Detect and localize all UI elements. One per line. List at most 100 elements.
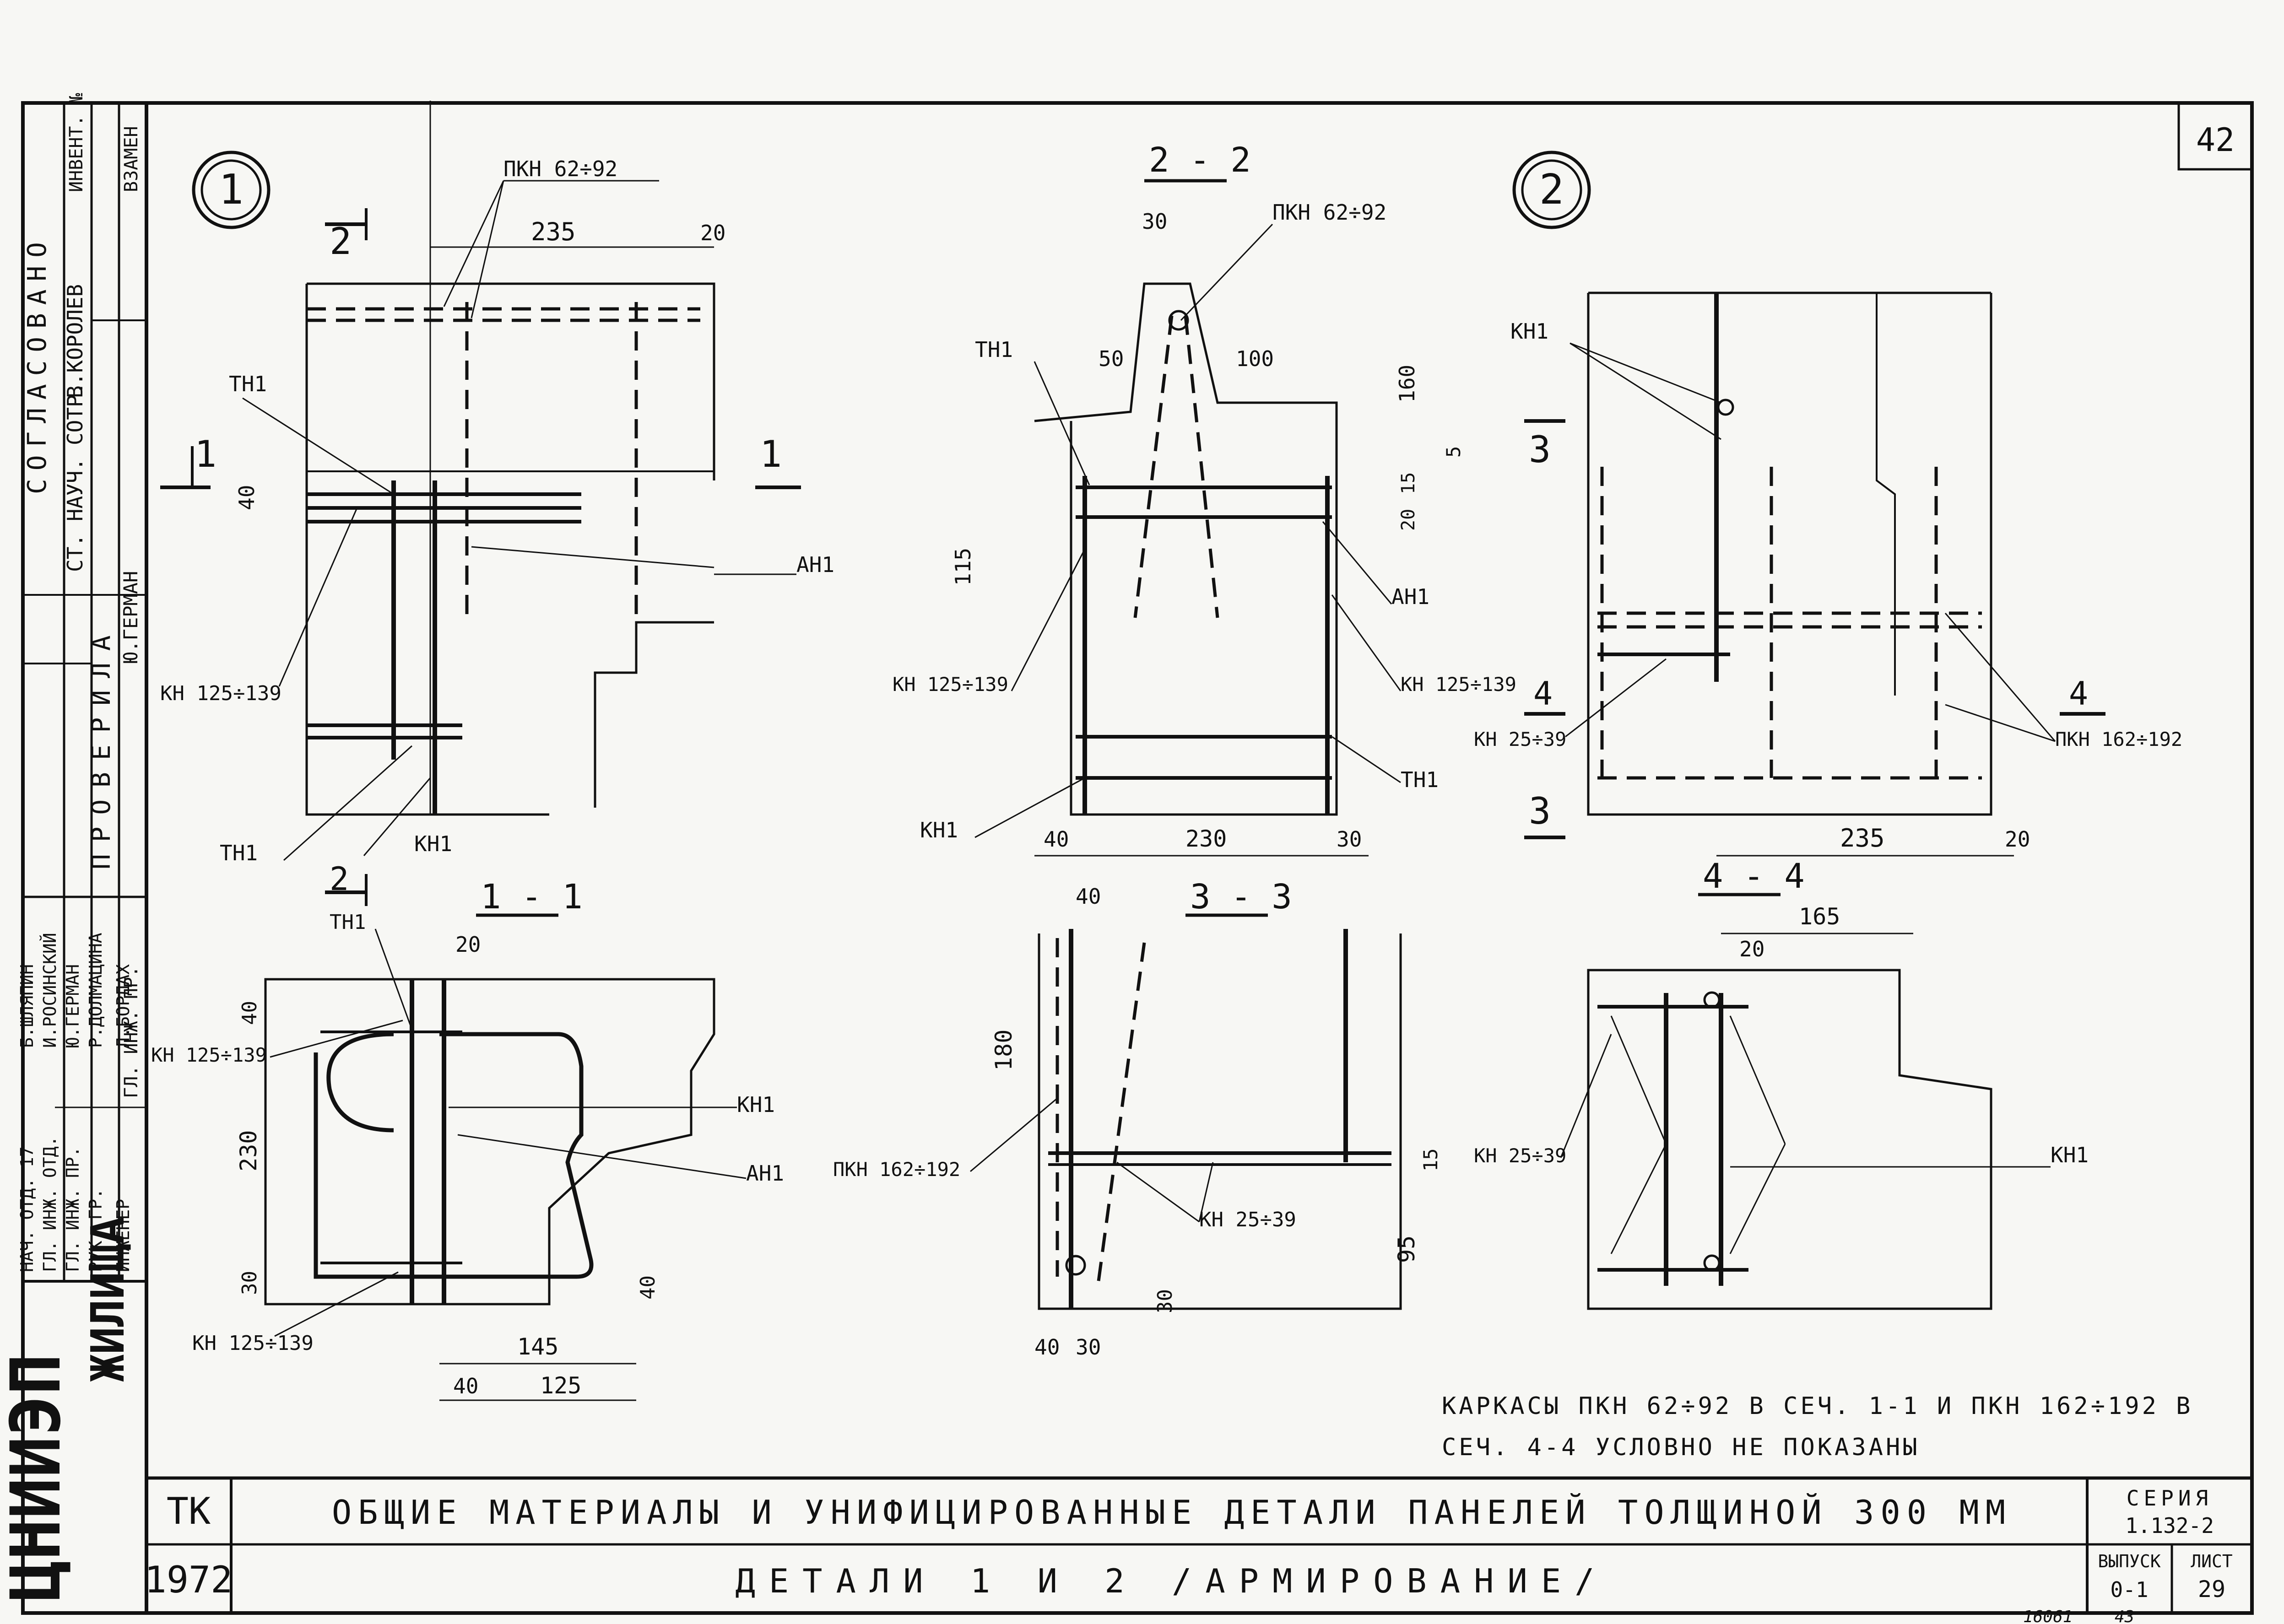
detail-2-marker-inner (1521, 159, 1582, 221)
stamp-role-3: РУК. ГР. (86, 1188, 106, 1272)
detail-2-outline (1587, 291, 1992, 816)
detail-2-dim-20: 20 (2005, 827, 2030, 852)
sheet-number: 42 (2196, 121, 2235, 159)
sec22-label-tn1-right: ТН1 (1401, 767, 1439, 792)
title-sub: ДЕТАЛИ 1 И 2 /АРМИРОВАНИЕ/ (735, 1562, 1608, 1600)
sec22-dim-30b: 30 (1337, 827, 1362, 852)
detail-1-dim-20: 20 (700, 221, 725, 245)
detail-1-label-tn1-bottom: ТН1 (220, 841, 258, 865)
sec11-dim-20: 20 (455, 932, 481, 957)
section-1-1-title: 1 - 1 (481, 877, 583, 917)
sec33-dim-40-top: 40 (1076, 884, 1101, 909)
sec22-label-an1: АН1 (1391, 584, 1429, 609)
detail-2-marker-outer (1512, 151, 1591, 229)
stamp-name-2: Ю.ГЕРМАН (63, 964, 83, 1048)
sec22-label-tn1: ТН1 (975, 337, 1013, 362)
sheet-label: ЛИСТ (2191, 1551, 2233, 1571)
sec33-dim-180: 180 (990, 1030, 1017, 1071)
section-3-3-title: 3 - 3 (1190, 877, 1292, 917)
stamp-name-3: Р.ДОЛМАЦИНА (86, 933, 106, 1048)
detail-2-cut-4-right: 4 (2069, 675, 2088, 712)
title-main: ОБЩИЕ МАТЕРИАЛЫ И УНИФИЦИРОВАННЫЕ ДЕТАЛИ… (332, 1493, 2012, 1532)
detail-2-label-pkn162: ПКН 162÷192 (2055, 728, 2182, 750)
note-line-1: КАРКАСЫ ПКН 62÷92 В СЕЧ. 1-1 И ПКН 162÷1… (1442, 1392, 2193, 1420)
sec44-label-kn1: КН1 (2051, 1143, 2089, 1167)
approval-stamp: СОГЛАСОВАНО СТ. НАУЧ. СОТР. В.КОРОЛЕВ ИН… (0, 93, 146, 1602)
sec11-dim-40-right: 40 (636, 1275, 660, 1300)
section-4-4-outline (1587, 969, 1992, 1310)
detail-1-marker: 1 (219, 166, 244, 214)
replace-label: ВЗАМЕН (121, 126, 142, 193)
detail-1-label-kn125: КН 125÷139 (160, 682, 281, 705)
approval-header: СОГЛАСОВАНО (22, 234, 52, 494)
sec11-label-tn1: ТН1 (330, 911, 366, 934)
sec33-label-pkn162: ПКН 162÷192 (833, 1158, 960, 1181)
detail-1-dim-235: 235 (531, 217, 576, 246)
detail-1-cut-1-left: 1 (195, 433, 216, 475)
stamp-role-4: ИНЖЕНЕР (113, 1199, 133, 1272)
detail-1-marker-outer (192, 151, 271, 229)
footer-mark-right: 43 (2115, 1608, 2134, 1624)
section-4-4-view: 4 - 4 165 20 КН 25÷39 КН1 (1474, 857, 2089, 1310)
issue-value: 0-1 (2110, 1577, 2148, 1602)
section-2-2-view: 2 - 2 30 50 100 160 5 15 20 115 40 230 3… (893, 140, 1516, 857)
sec22-dim-15: 15 (1398, 472, 1419, 494)
check-header: ПРОВЕРИЛА (87, 624, 116, 869)
detail-1-label-an1: АН1 (796, 552, 834, 577)
sec11-dim-230: 230 (235, 1130, 262, 1171)
sec11-label-kn125-bottom: КН 125÷139 (192, 1332, 314, 1355)
detail-1-label-kn1: КН1 (414, 831, 452, 856)
section-3-3-outline (1038, 933, 1402, 1310)
section-2-2-title: 2 - 2 (1149, 140, 1251, 180)
sec33-dim-15: 15 (1419, 1148, 1442, 1171)
title-code: ТК (167, 1490, 211, 1532)
sec44-label-kn25: КН 25÷39 (1474, 1144, 1566, 1167)
sec22-dim-230: 230 (1185, 825, 1227, 852)
detail-1-label-tn1: ТН1 (229, 372, 267, 396)
sec33-label-kn25: КН 25÷39 (1199, 1208, 1296, 1231)
sec22-dim-50: 50 (1099, 346, 1124, 371)
sec11-dim-40-top: 40 (238, 1001, 261, 1025)
sec11-dim-145: 145 (517, 1333, 558, 1360)
chief-engineer-role: ГЛ. ИНЖ. ПР. (121, 966, 142, 1098)
sec22-dim-160: 160 (1395, 365, 1419, 403)
sec22-label-kn125-left: КН 125÷139 (893, 673, 1008, 696)
sec33-dim-30-side: 30 (1153, 1289, 1177, 1313)
sec22-dim-5: 5 (1442, 446, 1465, 458)
detail-2-dim-235: 235 (1840, 824, 1885, 852)
org-name: ЖИЛИЩА (81, 1217, 135, 1382)
stamp-name-1: И.РОСИНСКИЙ (40, 933, 60, 1048)
sec22-dim-20: 20 (1398, 509, 1419, 531)
sec33-dim-40-bottom: 40 (1034, 1335, 1060, 1360)
series-label: СЕРИЯ (2127, 1486, 2213, 1511)
senior-researcher-name: В.КОРОЛЕВ (63, 284, 87, 398)
stamp-role-0: НАЧ. ОТД. 17 (17, 1146, 37, 1272)
sec44-dim-20: 20 (1739, 937, 1764, 961)
detail-1-view: 1 235 20 40 2 1 1 2 (160, 101, 834, 906)
issue-label: ВЫПУСК (2098, 1551, 2160, 1571)
sec22-label-kn1: КН1 (920, 818, 958, 842)
section-2-2-outline (1034, 282, 1338, 816)
sec11-dim-40-bottom: 40 (453, 1374, 478, 1398)
stamp-name-0: Б.ШЛЯПИН (17, 964, 37, 1048)
title-year: 1972 (145, 1559, 233, 1601)
detail-2-cut-3-top: 3 (1529, 428, 1551, 471)
sec22-dim-100: 100 (1236, 346, 1274, 371)
detail-1-cut-1-right: 1 (760, 433, 782, 475)
detail-2-label-kn25: КН 25÷39 (1474, 728, 1566, 750)
sec22-dim-115: 115 (951, 548, 975, 586)
senior-researcher-role: СТ. НАУЧ. СОТР. (63, 382, 87, 572)
detail-1-outline (305, 282, 715, 816)
detail-1-label-pkn: ПКН 62÷92 (503, 156, 617, 181)
sec11-label-an1: АН1 (746, 1161, 784, 1186)
stamp-role-2: ГЛ. ИНЖ. ПР. (63, 1146, 83, 1272)
detail-1-cut-2-bottom: 2 (330, 860, 349, 898)
series-value: 1.132-2 (2125, 1513, 2214, 1538)
section-1-1-view: 1 - 1 ТН1 КН 125÷139 КН1 АН1 КН 125÷139 … (151, 877, 784, 1401)
detail-1-cut-2-top: 2 (330, 220, 352, 263)
section-1-1-outline (264, 978, 715, 1306)
footer-mark-left: 16061 (2023, 1608, 2073, 1624)
sheet-number-box (2177, 102, 2253, 171)
